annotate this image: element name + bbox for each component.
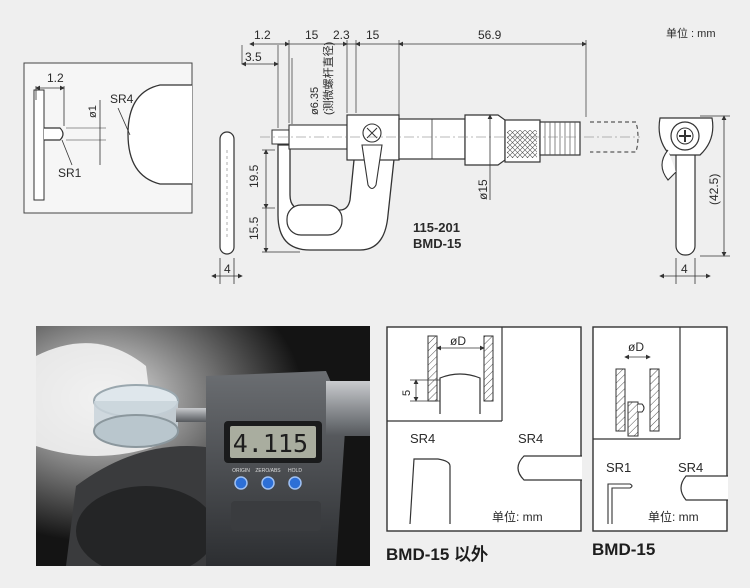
caption-other: BMD-15 以外 (386, 545, 489, 564)
dim-15-a: 15 (305, 28, 319, 42)
model-code: BMD-15 (413, 236, 461, 251)
detail-sr1: SR1 (58, 166, 82, 180)
caption-bmd15: BMD-15 (592, 540, 656, 559)
detail-dim-1-2: 1.2 (47, 71, 64, 85)
sr4-right-other: SR4 (518, 431, 543, 446)
dim-4-right: 4 (681, 262, 688, 276)
sr4-left-other: SR4 (410, 431, 435, 446)
dim-42-5: (42.5) (707, 174, 721, 205)
dim-56-9: 56.9 (478, 28, 502, 42)
dim-dia-6-35: ø6.35 (309, 87, 321, 115)
dim-dia-15: ø15 (476, 179, 490, 200)
spindle-diameter-note: (测微螺杆直径) (321, 42, 335, 115)
anvil-panel-bmd15: øD SR1 SR4 单位: mm (592, 326, 728, 532)
dim-19-5: 19.5 (247, 164, 261, 188)
sr4-bmd: SR4 (678, 460, 703, 475)
dim-1-2: 1.2 (254, 28, 271, 42)
unit-label-bmd: 单位: mm (648, 509, 699, 524)
dim-2-3: 2.3 (333, 28, 350, 42)
unit-label: 单位 : mm (666, 26, 716, 40)
od-label-bmd: øD (628, 340, 644, 354)
tip-detail: 1.2 ø1 SR4 SR1 (23, 62, 193, 214)
dim-15-b: 15 (366, 28, 380, 42)
detail-dim-dia1: ø1 (87, 105, 99, 118)
unit-label-other: 单位: mm (492, 509, 543, 524)
anvil-rod-side: 4 (211, 131, 243, 284)
micrometer-front: 1.2 15 2.3 15 56.9 3.5 ø6.35 (测微螺杆直径) 19… (241, 28, 640, 253)
dim-4-left: 4 (224, 262, 231, 276)
technical-drawing: 单位 : mm 1.2 ø1 SR4 SR1 4 (23, 26, 730, 284)
button-origin-label: ORIGIN (232, 468, 250, 474)
od-label-other: øD (450, 334, 466, 348)
micrometer-side: (42.5) 4 (658, 115, 730, 284)
detail-sr4: SR4 (110, 92, 134, 106)
product-photo: 4.115 ORIGIN ZERO/ABS HOLD (36, 326, 370, 566)
button-zero-label: ZERO/ABS (255, 468, 281, 474)
sr1-bmd: SR1 (606, 460, 631, 475)
model-number: 115-201 (413, 220, 460, 235)
five-mm-label: 5 (401, 390, 413, 396)
anvil-panel-other: øD 5 SR4 SR4 单位: mm (386, 326, 582, 532)
dim-15-5: 15.5 (247, 216, 261, 240)
dim-3-5: 3.5 (245, 50, 262, 64)
lcd-reading: 4.115 (233, 429, 308, 458)
button-hold-label: HOLD (288, 468, 302, 474)
